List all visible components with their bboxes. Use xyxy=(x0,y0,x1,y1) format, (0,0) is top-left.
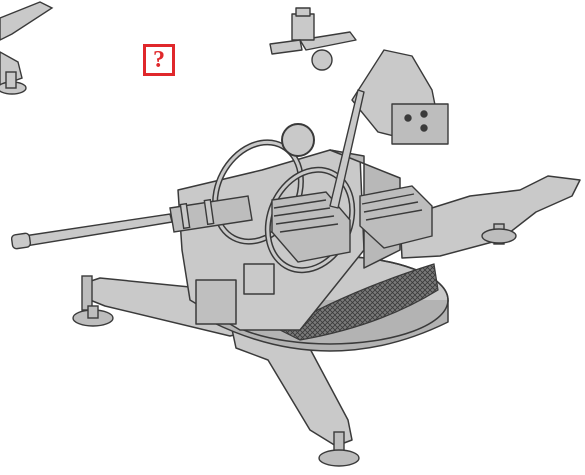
mesh-floor-plate xyxy=(278,263,439,341)
help-question-badge[interactable]: ? xyxy=(143,44,175,76)
leveling-jack-feet xyxy=(72,223,517,467)
ammunition-boxes xyxy=(271,185,433,263)
adjacent-mount-fragment xyxy=(0,1,54,95)
sight-assembly xyxy=(269,7,449,209)
gun-barrel xyxy=(10,195,253,250)
